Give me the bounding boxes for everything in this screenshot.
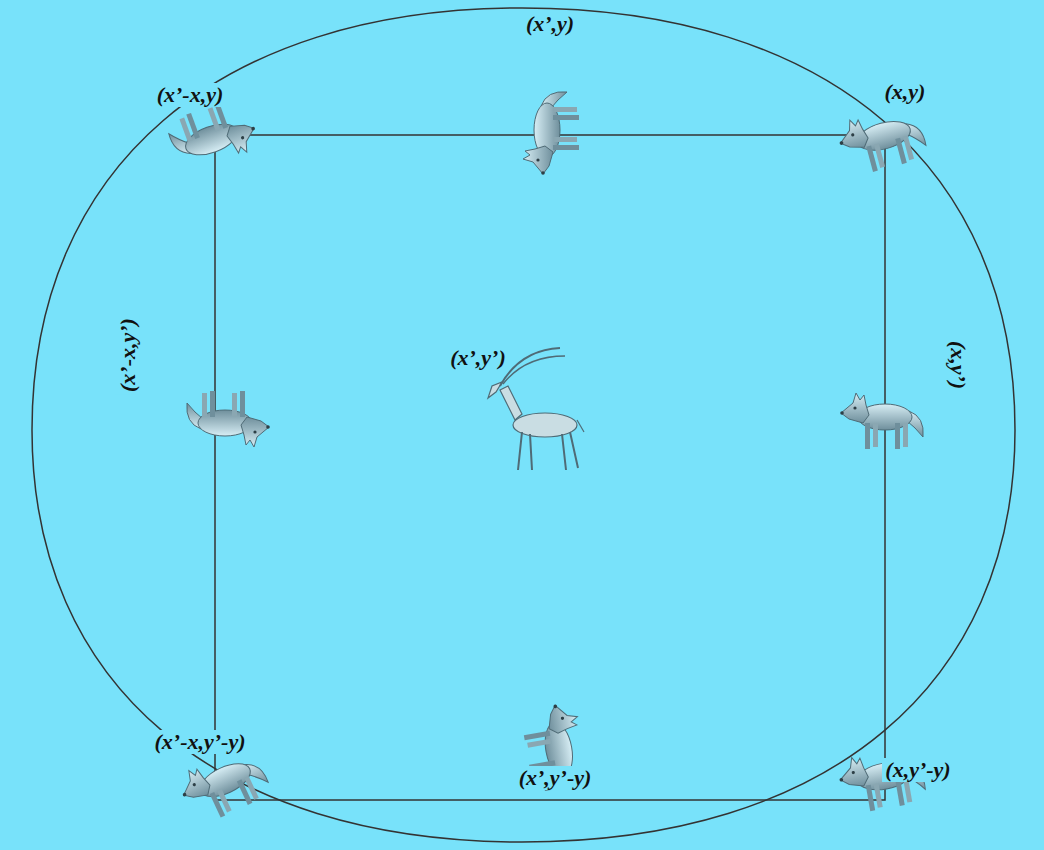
coordinate-label: (x’,y’): [447, 346, 509, 370]
wolf: [175, 742, 274, 828]
encircling-square: [215, 135, 885, 800]
wolf: [187, 391, 270, 447]
coordinate-label: (x,y’-y): [882, 758, 953, 782]
wolf: [523, 92, 579, 175]
coordinate-label: (x’,y’-y): [516, 766, 595, 790]
coordinate-label: (x’-x,y’-y): [152, 730, 249, 754]
coordinate-label: (x’,y): [523, 12, 577, 36]
coordinate-label: (x’-x,y’): [116, 315, 140, 395]
coordinate-label: (x’-x,y): [154, 83, 227, 107]
coordinate-label: (x,y): [882, 80, 929, 104]
wolf: [840, 393, 923, 449]
wolf: [835, 103, 930, 179]
coordinate-label: (x,y’): [946, 338, 970, 392]
encircling-oval: [32, 8, 1015, 842]
